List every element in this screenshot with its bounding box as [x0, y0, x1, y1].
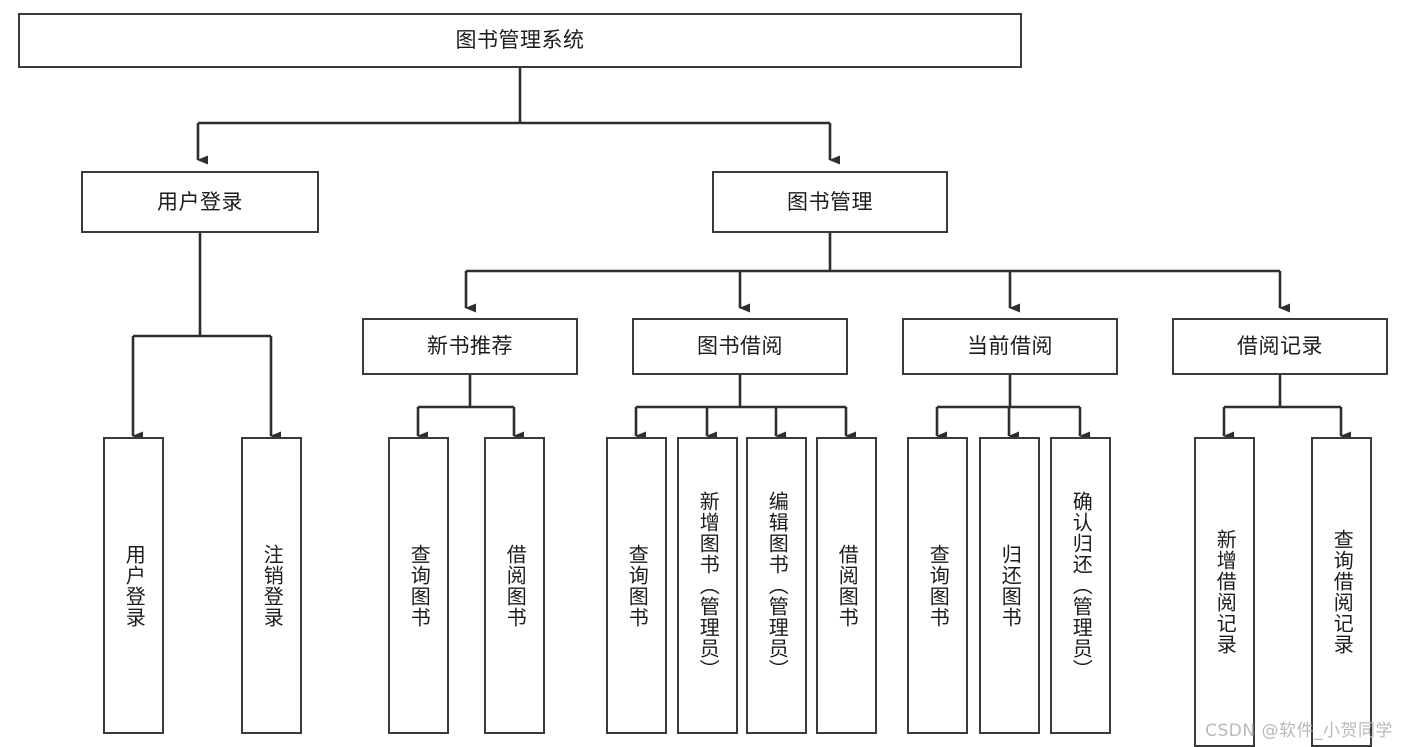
- leaf-borrow-borrow-book[interactable]: 借阅图书: [816, 437, 877, 734]
- node-root-system[interactable]: 图书管理系统: [18, 13, 1022, 68]
- node-user-login[interactable]: 用户登录: [81, 171, 319, 233]
- node-label: 查询借阅记录: [1330, 529, 1355, 655]
- node-label: 用户登录: [157, 189, 243, 214]
- leaf-borrow-add-book[interactable]: 新增图书（管理员）: [677, 437, 738, 734]
- leaf-borrow-query-book[interactable]: 查询图书: [606, 437, 667, 734]
- node-label: 新增图书（管理员）: [696, 491, 721, 680]
- node-label: 用户登录: [122, 543, 147, 628]
- leaf-record-add-record[interactable]: 新增借阅记录: [1194, 437, 1255, 747]
- node-label: 新增借阅记录: [1213, 529, 1238, 655]
- leaf-user-login-logout[interactable]: 注销登录: [241, 437, 302, 734]
- leaf-user-login-login[interactable]: 用户登录: [103, 437, 164, 734]
- node-label: 图书管理: [787, 189, 873, 214]
- leaf-borrow-edit-book[interactable]: 编辑图书（管理员）: [746, 437, 807, 734]
- node-label: 编辑图书（管理员）: [765, 491, 790, 680]
- node-label: 新书推荐: [427, 334, 513, 359]
- node-label: 借阅图书: [503, 543, 528, 628]
- node-label: 查询图书: [926, 543, 951, 628]
- leaf-recommend-borrow-book[interactable]: 借阅图书: [484, 437, 545, 734]
- node-label: 注销登录: [260, 543, 285, 628]
- node-label: 借阅记录: [1237, 334, 1323, 359]
- node-new-book-recommend[interactable]: 新书推荐: [362, 318, 578, 375]
- leaf-current-query-book[interactable]: 查询图书: [907, 437, 968, 734]
- node-label: 归还图书: [998, 543, 1023, 628]
- leaf-recommend-query-book[interactable]: 查询图书: [388, 437, 449, 734]
- node-label: 查询图书: [407, 543, 432, 628]
- leaf-current-return-book[interactable]: 归还图书: [979, 437, 1040, 734]
- leaf-record-query-record[interactable]: 查询借阅记录: [1311, 437, 1372, 747]
- node-label: 当前借阅: [967, 334, 1053, 359]
- leaf-current-confirm-return[interactable]: 确认归还（管理员）: [1050, 437, 1111, 734]
- node-label: 图书管理系统: [455, 28, 585, 53]
- node-book-borrow[interactable]: 图书借阅: [632, 318, 848, 375]
- node-book-management[interactable]: 图书管理: [712, 171, 948, 233]
- node-current-borrow[interactable]: 当前借阅: [902, 318, 1118, 375]
- watermark-text: CSDN @软件_小贺同学: [1205, 721, 1393, 741]
- node-label: 图书借阅: [697, 334, 783, 359]
- node-label: 查询图书: [625, 543, 650, 628]
- node-label: 确认归还（管理员）: [1069, 491, 1094, 680]
- node-label: 借阅图书: [835, 543, 860, 628]
- node-borrow-record[interactable]: 借阅记录: [1172, 318, 1388, 375]
